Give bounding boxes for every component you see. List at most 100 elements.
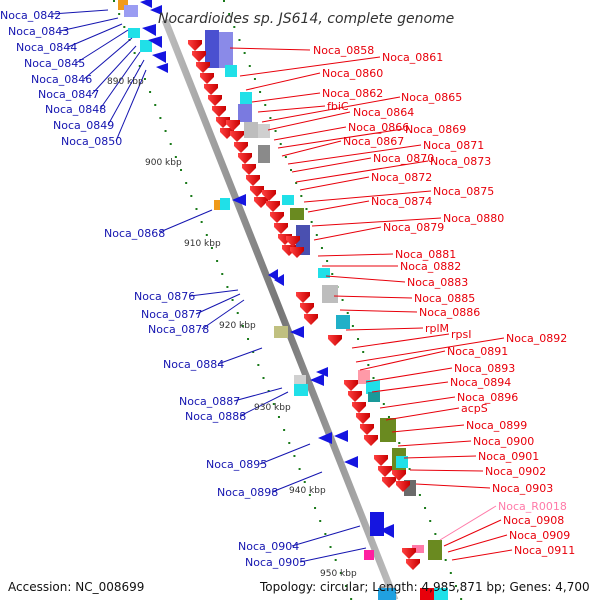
leader-line xyxy=(287,144,422,165)
leader-line xyxy=(291,157,372,173)
gene-label: Noca_0879 xyxy=(383,221,444,234)
leader-line xyxy=(67,23,123,48)
tick-dot xyxy=(223,0,225,2)
tick-dot xyxy=(138,65,141,67)
leader-line xyxy=(201,299,245,330)
tick-dot xyxy=(257,364,260,366)
tick-dot xyxy=(113,0,115,2)
gene-label: Noca_0861 xyxy=(382,51,443,64)
forward-gene-arrow xyxy=(304,314,318,325)
tick-dot xyxy=(460,598,463,600)
tick-dot xyxy=(305,208,308,210)
feature-block xyxy=(140,40,152,52)
forward-gene-arrow xyxy=(286,236,300,247)
feature-block xyxy=(294,384,308,396)
tick-dot xyxy=(346,312,349,314)
leader-line xyxy=(365,367,453,383)
forward-gene-arrow xyxy=(270,212,284,223)
reverse-gene-arrow xyxy=(148,36,162,48)
forward-gene-arrow xyxy=(188,40,202,51)
forward-gene-arrow xyxy=(262,190,276,201)
gene-label: Noca_0902 xyxy=(485,465,546,478)
tick-dot xyxy=(190,195,193,197)
leader-line xyxy=(239,391,289,417)
tick-dot xyxy=(248,65,251,67)
tick-dot xyxy=(454,585,457,587)
map-title: Nocardioides sp. JS614, complete genome xyxy=(158,11,454,27)
forward-gene-arrow xyxy=(382,477,396,488)
gene-label: Noca_0848 xyxy=(45,103,106,116)
feature-block xyxy=(225,65,237,77)
tick-label: 890 kbp xyxy=(107,77,144,87)
reverse-gene-arrow xyxy=(318,432,332,444)
tick-marks xyxy=(113,0,463,600)
gene-label: Noca_0864 xyxy=(353,106,414,119)
forward-gene-arrow xyxy=(266,201,280,212)
gene-label: Noca_0909 xyxy=(509,529,570,542)
gene-label: Noca_0869 xyxy=(405,123,466,136)
leader-line xyxy=(233,387,283,402)
tick-dot xyxy=(344,585,347,587)
leader-line xyxy=(189,289,239,297)
forward-gene-arrow xyxy=(208,95,222,106)
tick-dot xyxy=(272,403,275,405)
gene-label: Noca_0878 xyxy=(148,323,209,336)
forward-gene-arrow xyxy=(360,424,374,435)
feature-block xyxy=(412,545,424,553)
reverse-gene-arrow xyxy=(334,430,348,442)
tick-label: 950 kbp xyxy=(320,569,357,579)
feature-block xyxy=(124,5,138,17)
gene-label: Noca_0846 xyxy=(31,73,92,86)
tick-dot xyxy=(236,312,239,314)
tick-dot xyxy=(228,13,231,15)
gene-label: Noca_R0018 xyxy=(498,500,567,513)
gene-label: Noca_0896 xyxy=(457,391,518,404)
tick-dot xyxy=(195,208,198,210)
feature-block xyxy=(118,0,128,10)
forward-gene-arrow xyxy=(226,120,240,131)
gene-label: rpsI xyxy=(451,328,471,341)
tick-dot xyxy=(398,442,401,444)
feature-block xyxy=(370,512,384,536)
forward-gene-arrow xyxy=(378,466,392,477)
tick-dot xyxy=(284,156,287,158)
tick-dot xyxy=(341,299,344,301)
forward-gene-arrow xyxy=(392,470,406,481)
feature-block xyxy=(378,588,396,600)
leader-line xyxy=(443,519,502,547)
tick-dot xyxy=(314,507,317,509)
feature-block xyxy=(294,375,306,385)
tick-dot xyxy=(408,468,411,470)
tick-dot xyxy=(320,247,323,249)
gene-label: Noca_0850 xyxy=(61,135,122,148)
leader-line xyxy=(245,72,321,91)
tick-dot xyxy=(315,234,318,236)
gene-label: Noca_0895 xyxy=(206,458,267,471)
gene-label: Noca_0903 xyxy=(492,482,553,495)
feature-block xyxy=(336,315,350,329)
leader-line xyxy=(271,471,323,493)
forward-gene-arrow xyxy=(230,131,244,142)
tick-label: 910 kbp xyxy=(184,239,221,249)
forward-gene-arrow xyxy=(200,73,214,84)
leader-line xyxy=(267,111,351,131)
tick-dot xyxy=(259,91,262,93)
tick-dot xyxy=(169,143,172,145)
tick-label: 940 kbp xyxy=(289,486,326,496)
leader-line xyxy=(325,275,406,283)
leader-line xyxy=(217,347,263,365)
tick-dot xyxy=(382,403,385,405)
forward-gene-arrow xyxy=(254,197,268,208)
feature-block xyxy=(240,92,252,104)
reverse-gene-arrow xyxy=(150,5,162,15)
reverse-gene-arrow xyxy=(290,326,304,338)
tick-dot xyxy=(387,416,390,418)
gene-label: Noca_0893 xyxy=(454,362,515,375)
tick-label: 900 kbp xyxy=(145,158,182,168)
forward-gene-arrow xyxy=(238,153,252,164)
forward-gene-arrow xyxy=(234,142,248,153)
topology-text: Topology: circular; Length: 4,985,871 bp… xyxy=(260,580,590,594)
tick-dot xyxy=(298,468,301,470)
gene-label: Noca_0908 xyxy=(503,514,564,527)
leader-line xyxy=(59,17,119,32)
